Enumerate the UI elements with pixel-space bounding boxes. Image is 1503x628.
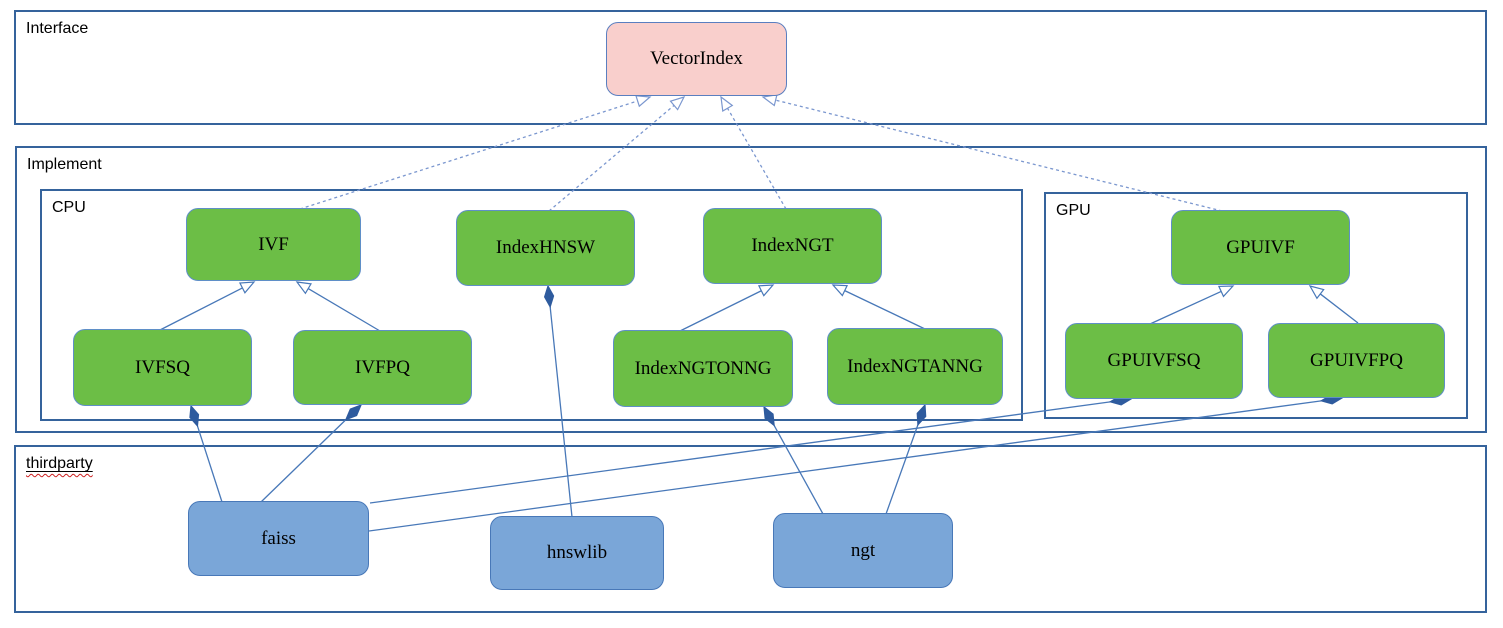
container-implement-label: Implement: [27, 156, 102, 173]
node-gpuivf[interactable]: GPUIVF: [1171, 210, 1350, 285]
container-interface-label: Interface: [26, 20, 89, 37]
node-vectorindex[interactable]: VectorIndex: [606, 22, 787, 96]
node-gpuivf-label: GPUIVF: [1226, 236, 1295, 258]
spellcheck-squiggle: thirdparty: [26, 455, 93, 472]
container-cpu-label: CPU: [52, 199, 86, 216]
node-ivfpq-label: IVFPQ: [355, 356, 410, 378]
container-gpu-label: GPU: [1056, 202, 1091, 219]
node-indexngt[interactable]: IndexNGT: [703, 208, 882, 284]
node-ngt-label: ngt: [850, 539, 876, 561]
node-gpuivfpq[interactable]: GPUIVFPQ: [1268, 323, 1445, 398]
node-ivfsq[interactable]: IVFSQ: [73, 329, 252, 406]
node-faiss-label: faiss: [261, 527, 296, 549]
node-indexhnsw[interactable]: IndexHNSW: [456, 210, 635, 286]
node-gpuivfpq-label: GPUIVFPQ: [1310, 349, 1403, 371]
node-indexngtanng-label: IndexNGTANNG: [847, 355, 983, 377]
node-ivf[interactable]: IVF: [186, 208, 361, 281]
node-vectorindex-label: VectorIndex: [650, 48, 743, 69]
node-indexngt-label: IndexNGT: [751, 235, 834, 256]
node-indexngtonng[interactable]: IndexNGTONNG: [613, 330, 793, 407]
node-gpuivfsq-label: GPUIVFSQ: [1107, 350, 1201, 371]
node-indexhnsw-label: IndexHNSW: [495, 237, 596, 258]
node-hnswlib-label: hnswlib: [546, 542, 608, 563]
node-faiss[interactable]: faiss: [188, 501, 369, 576]
node-hnswlib[interactable]: hnswlib: [490, 516, 664, 590]
node-ivfpq[interactable]: IVFPQ: [293, 330, 472, 405]
node-indexngtonng-label: IndexNGTONNG: [634, 357, 772, 379]
node-ivfsq-label: IVFSQ: [135, 356, 190, 378]
container-thirdparty-label: thirdparty: [26, 455, 93, 473]
node-gpuivfsq[interactable]: GPUIVFSQ: [1065, 323, 1243, 399]
node-indexngtanng[interactable]: IndexNGTANNG: [827, 328, 1003, 405]
node-ngt[interactable]: ngt: [773, 513, 953, 588]
node-ivf-label: IVF: [258, 233, 289, 255]
